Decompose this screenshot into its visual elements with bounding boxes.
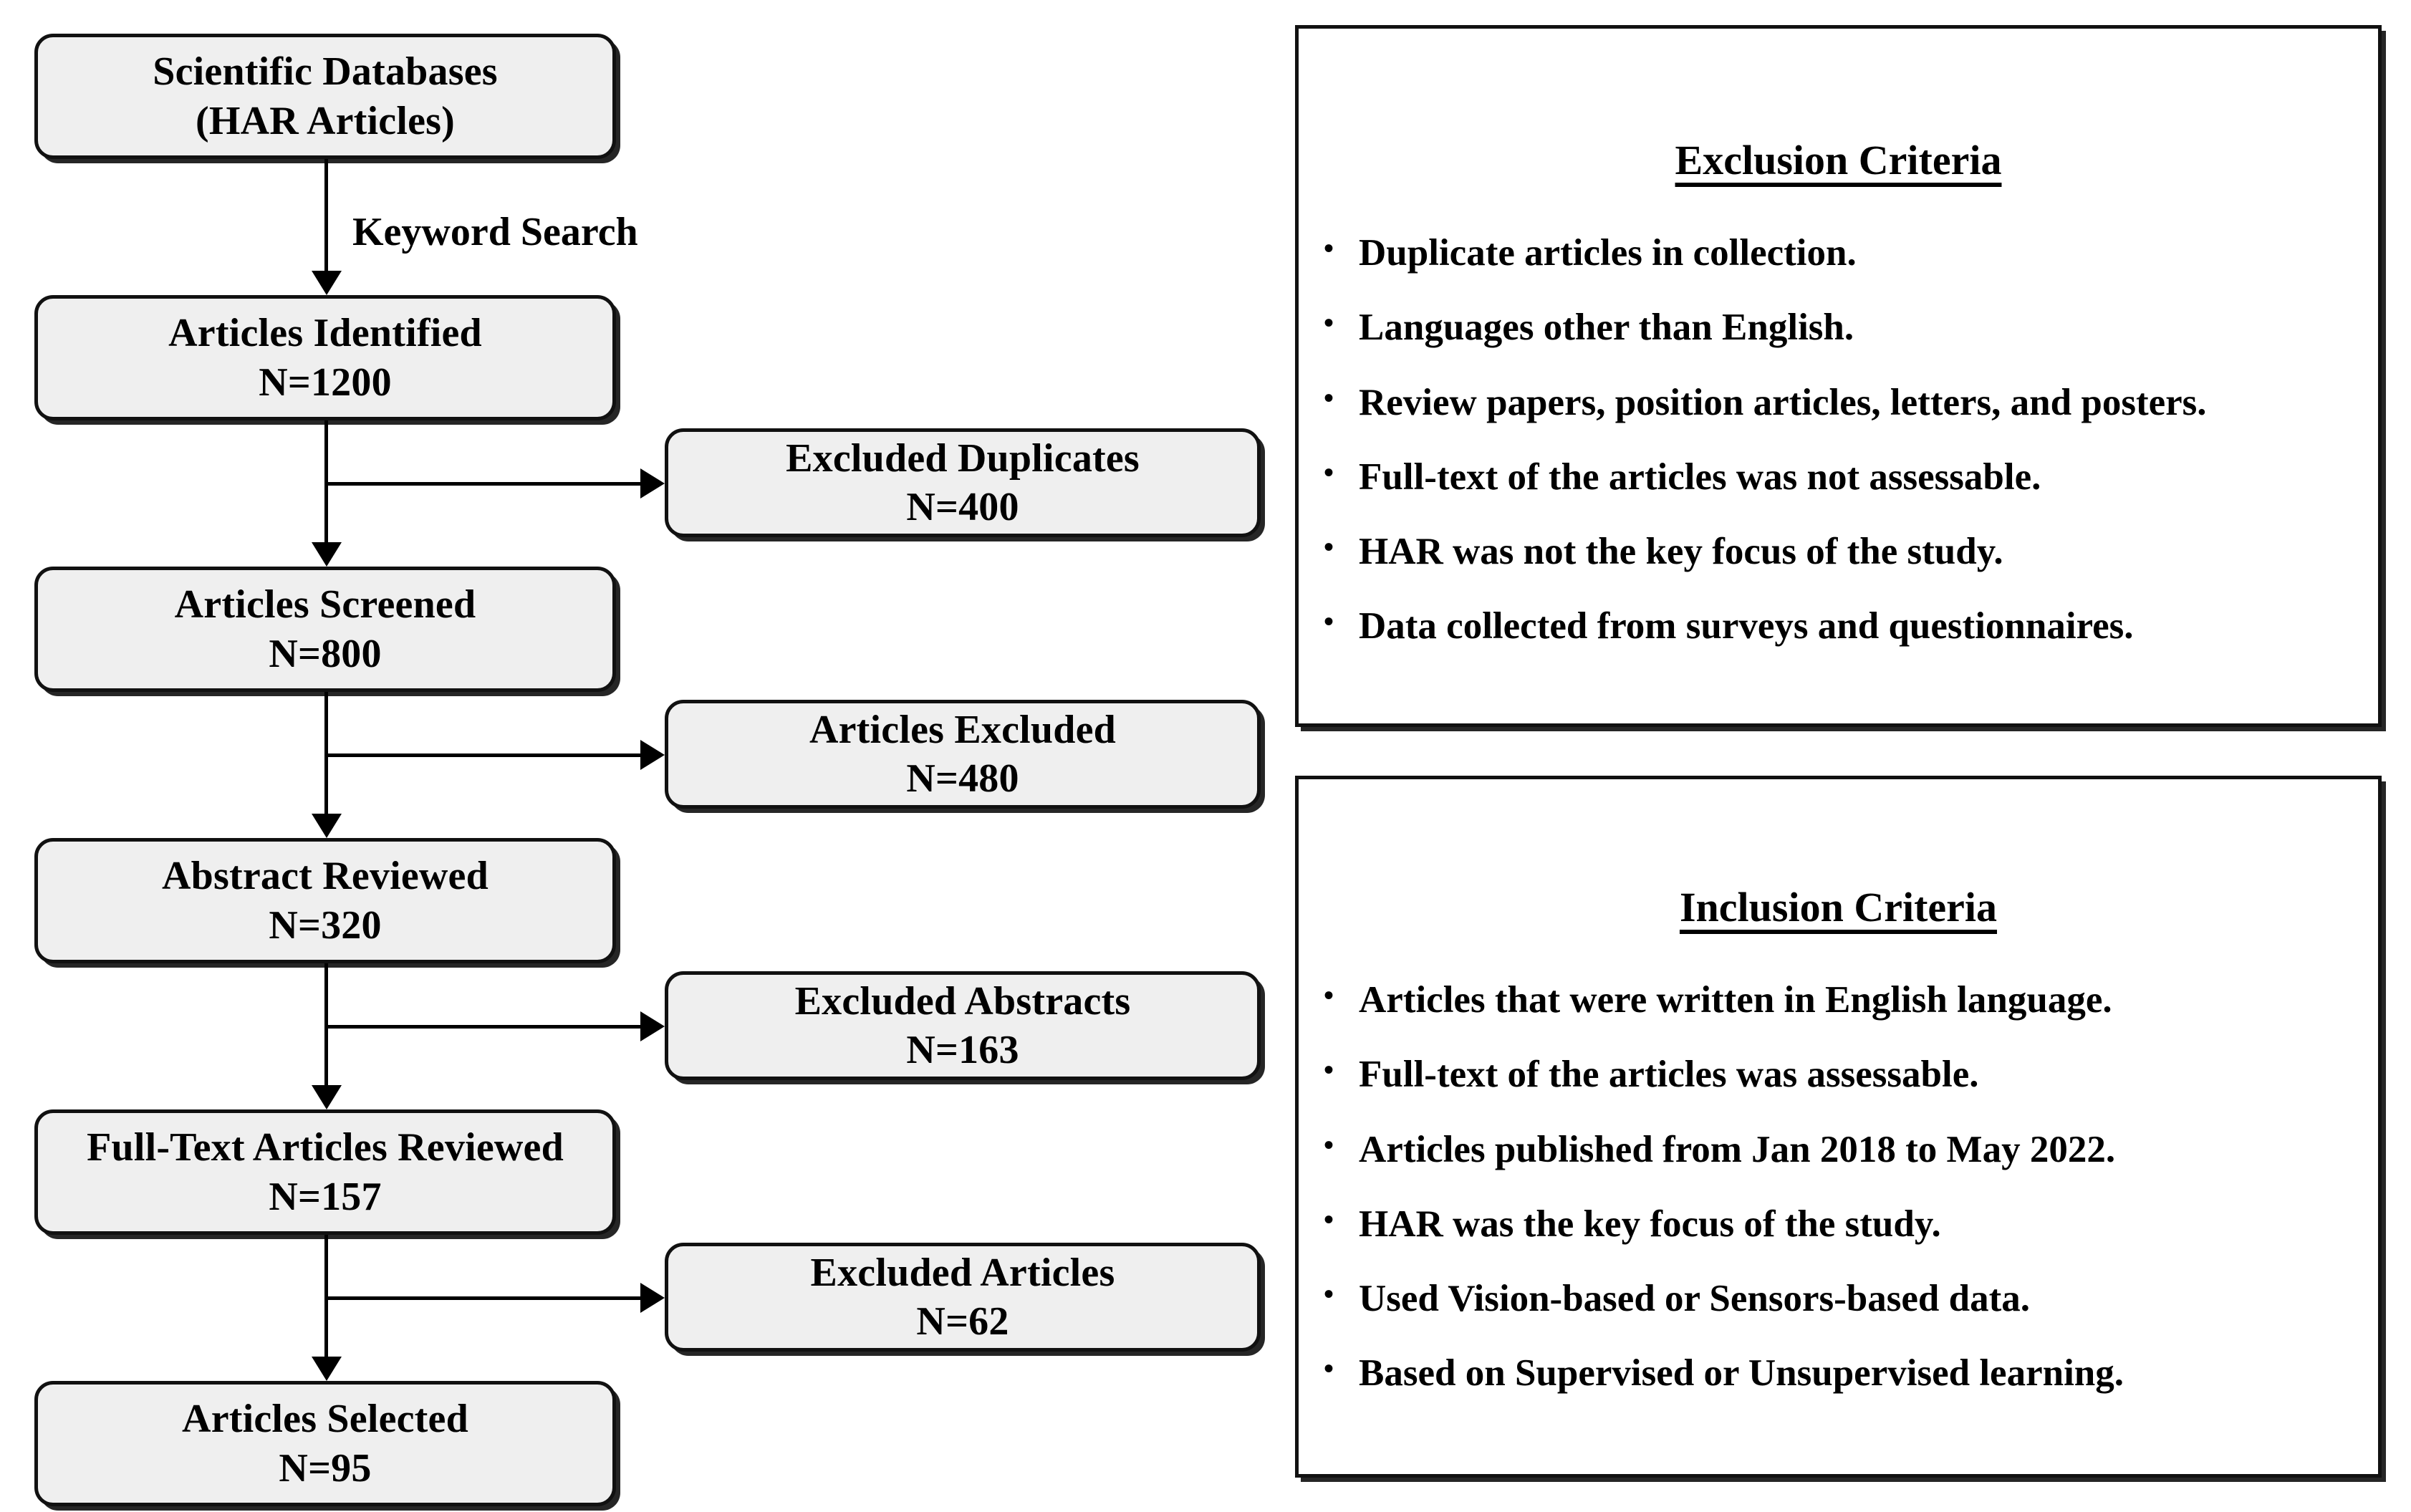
flow-node-articles-excluded: Articles Excluded N=480 bbox=[665, 700, 1261, 809]
exclusion-criteria-list: • Duplicate articles in collection. • La… bbox=[1299, 229, 2378, 650]
bullet-icon: • bbox=[1323, 232, 1334, 264]
bullet-icon: • bbox=[1323, 605, 1334, 638]
flow-node-articles-selected: Articles Selected N=95 bbox=[34, 1381, 616, 1506]
list-item-label: HAR was not the key focus of the study. bbox=[1359, 531, 2003, 572]
list-item-label: Full-text of the articles was not assess… bbox=[1359, 456, 2041, 498]
flow-node-excluded-abstracts: Excluded Abstracts N=163 bbox=[665, 971, 1261, 1080]
flow-node-line1: Excluded Abstracts bbox=[794, 978, 1131, 1024]
flow-node-line2: N=163 bbox=[906, 1028, 1019, 1072]
flow-node-line1: Abstract Reviewed bbox=[162, 854, 489, 899]
bullet-icon: • bbox=[1323, 1352, 1334, 1385]
bullet-icon: • bbox=[1323, 979, 1334, 1011]
list-item: • Based on Supervised or Unsupervised le… bbox=[1299, 1349, 2378, 1397]
flow-node-line2: N=95 bbox=[279, 1445, 372, 1491]
edge-label-keyword-search: Keyword Search bbox=[352, 210, 638, 254]
bullet-icon: • bbox=[1323, 381, 1334, 414]
arrowhead-to-duplicates bbox=[640, 468, 665, 499]
flow-node-articles-identified: Articles Identified N=1200 bbox=[34, 295, 616, 420]
flow-node-excluded-duplicates: Excluded Duplicates N=400 bbox=[665, 428, 1261, 537]
bullet-icon: • bbox=[1323, 531, 1334, 563]
flow-node-fulltext-articles-reviewed: Full-Text Articles Reviewed N=157 bbox=[34, 1109, 616, 1235]
branch-screened-to-articles-excluded bbox=[324, 753, 640, 757]
flow-node-line2: (HAR Articles) bbox=[195, 98, 455, 143]
flow-node-line2: N=400 bbox=[906, 485, 1019, 529]
branch-fulltext-to-excluded-articles bbox=[324, 1296, 640, 1300]
inclusion-criteria-panel: Inclusion Criteria • Articles that were … bbox=[1295, 776, 2382, 1478]
flow-node-line2: N=480 bbox=[906, 756, 1019, 801]
arrowhead-to-identified bbox=[312, 271, 342, 295]
list-item-label: Duplicate articles in collection. bbox=[1359, 232, 1857, 274]
flow-node-abstract-reviewed: Abstract Reviewed N=320 bbox=[34, 838, 616, 963]
bullet-icon: • bbox=[1323, 307, 1334, 340]
flow-node-line1: Articles Identified bbox=[168, 311, 482, 356]
arrowhead-to-articles-selected bbox=[312, 1357, 342, 1381]
list-item-label: Based on Supervised or Unsupervised lear… bbox=[1359, 1352, 2124, 1395]
exclusion-criteria-panel: Exclusion Criteria • Duplicate articles … bbox=[1295, 25, 2382, 727]
flow-node-line1: Articles Excluded bbox=[809, 707, 1117, 752]
flow-node-line2: N=62 bbox=[916, 1299, 1009, 1344]
list-item: • Articles published from Jan 2018 to Ma… bbox=[1299, 1126, 2378, 1173]
flow-node-line1: Excluded Duplicates bbox=[786, 435, 1140, 481]
arrowhead-to-screened bbox=[312, 542, 342, 567]
list-item-label: Articles published from Jan 2018 to May … bbox=[1359, 1128, 2116, 1170]
flow-node-line2: N=157 bbox=[269, 1174, 382, 1219]
list-item: • Used Vision-based or Sensors-based dat… bbox=[1299, 1275, 2378, 1322]
list-item: • HAR was not the key focus of the study… bbox=[1299, 528, 2378, 575]
bullet-icon: • bbox=[1323, 1128, 1334, 1161]
arrowhead-to-articles-excluded bbox=[640, 740, 665, 770]
flow-node-line2: N=1200 bbox=[259, 360, 392, 405]
branch-identified-to-duplicates bbox=[324, 482, 640, 486]
list-item: • Duplicate articles in collection. bbox=[1299, 229, 2378, 276]
flow-node-articles-screened: Articles Screened N=800 bbox=[34, 567, 616, 692]
list-item-label: Full-text of the articles was assessable… bbox=[1359, 1054, 1979, 1096]
flow-node-line1: Articles Screened bbox=[174, 582, 476, 627]
bullet-icon: • bbox=[1323, 1278, 1334, 1310]
inclusion-criteria-title: Inclusion Criteria bbox=[1679, 884, 1998, 930]
list-item: • Review papers, position articles, lett… bbox=[1299, 379, 2378, 426]
flow-node-line1: Articles Selected bbox=[182, 1397, 468, 1442]
list-item: • HAR was the key focus of the study. bbox=[1299, 1200, 2378, 1248]
exclusion-criteria-title: Exclusion Criteria bbox=[1675, 137, 2002, 183]
list-item-label: HAR was the key focus of the study. bbox=[1359, 1203, 1941, 1245]
arrowhead-to-fulltext-reviewed bbox=[312, 1085, 342, 1109]
flow-node-line1: Excluded Articles bbox=[810, 1250, 1115, 1295]
inclusion-criteria-list: • Articles that were written in English … bbox=[1299, 976, 2378, 1397]
arrowhead-to-excluded-abstracts bbox=[640, 1011, 665, 1041]
list-item: • Full-text of the articles was assessab… bbox=[1299, 1051, 2378, 1098]
bullet-icon: • bbox=[1323, 1054, 1334, 1087]
list-item-label: Review papers, position articles, letter… bbox=[1359, 381, 2207, 423]
flow-node-excluded-articles: Excluded Articles N=62 bbox=[665, 1243, 1261, 1352]
list-item: • Languages other than English. bbox=[1299, 304, 2378, 351]
bullet-icon: • bbox=[1323, 456, 1334, 488]
list-item-label: Languages other than English. bbox=[1359, 307, 1854, 349]
list-item: • Full-text of the articles was not asse… bbox=[1299, 453, 2378, 501]
list-item: • Articles that were written in English … bbox=[1299, 976, 2378, 1024]
connector-databases-to-identified bbox=[324, 159, 328, 272]
flow-node-line1: Full-Text Articles Reviewed bbox=[87, 1125, 564, 1170]
list-item-label: Articles that were written in English la… bbox=[1359, 979, 2112, 1021]
flow-node-line1: Scientific Databases bbox=[153, 49, 498, 95]
list-item-label: Used Vision-based or Sensors-based data. bbox=[1359, 1278, 2030, 1319]
list-item-label: Data collected from surveys and question… bbox=[1359, 605, 2134, 647]
flow-node-scientific-databases: Scientific Databases (HAR Articles) bbox=[34, 34, 616, 159]
arrowhead-to-abstract-reviewed bbox=[312, 814, 342, 838]
list-item: • Data collected from surveys and questi… bbox=[1299, 602, 2378, 650]
branch-abstract-to-excluded-abstracts bbox=[324, 1025, 640, 1029]
arrowhead-to-excluded-articles bbox=[640, 1283, 665, 1313]
flow-node-line2: N=320 bbox=[269, 902, 382, 948]
bullet-icon: • bbox=[1323, 1203, 1334, 1236]
flow-node-line2: N=800 bbox=[269, 631, 382, 676]
